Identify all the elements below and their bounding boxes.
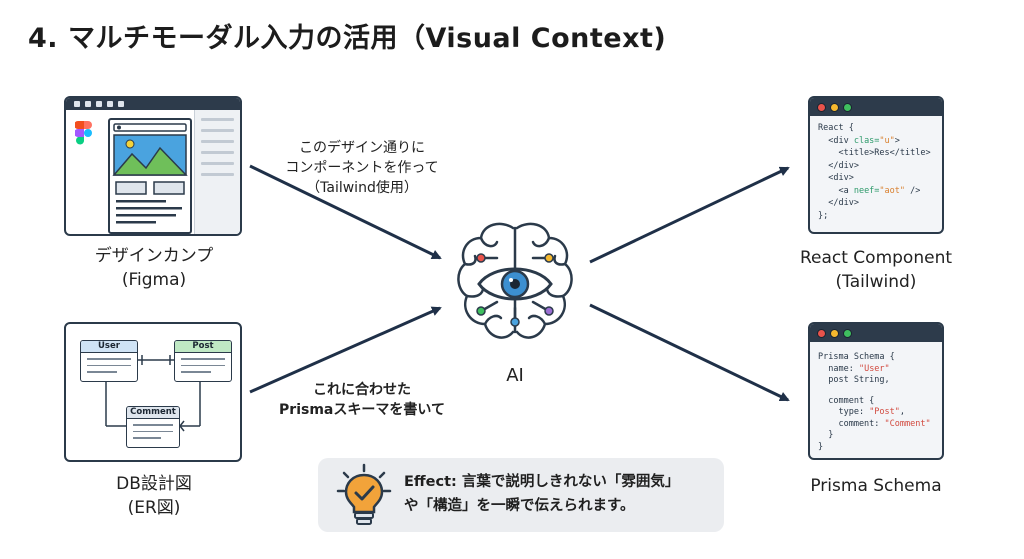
code-line: post String,: [818, 375, 890, 385]
code-line: comment {: [818, 395, 875, 406]
effect-callout: Effect: 言葉で説明しきれない「雰囲気」 や「構造」を一瞬で伝えられます。: [318, 458, 724, 532]
code-line: comment: "Comment": [818, 418, 931, 429]
instruction-design-line3: （Tailwind使用）: [306, 180, 418, 196]
design-comp-label-line2: (Figma): [121, 270, 187, 290]
figma-design-image: [64, 96, 242, 236]
er-entity-user-header: User: [81, 341, 137, 353]
code-line: <div>: [818, 173, 854, 183]
window-maximize-dot: [843, 102, 852, 112]
arrow-er-to-ai: [249, 306, 442, 394]
code-line: <title>Res</title>: [818, 148, 931, 158]
er-entity-post: Post: [174, 340, 232, 382]
er-entity-comment: Comment: [126, 406, 180, 448]
window-close-dot: [817, 102, 826, 112]
instruction-db-line2: Prismaスキーマを書いて: [279, 402, 445, 418]
prisma-window-titlebar: [810, 324, 942, 342]
effect-text: Effect: 言葉で説明しきれない「雰囲気」 や「構造」を一瞬で伝えられます。: [404, 470, 679, 518]
react-window-titlebar: [810, 98, 942, 116]
arrow-figma-to-ai: [249, 164, 442, 260]
code-line: Prisma Schema {: [818, 352, 895, 362]
db-design-label-line2: (ER図): [127, 498, 181, 518]
db-design-label: DB設計図 (ER図): [60, 472, 248, 520]
arrow-ai-to-prisma: [589, 303, 790, 402]
code-line: React {: [818, 123, 854, 133]
lightbulb-check-icon: [336, 463, 392, 525]
instruction-db-line1: これに合わせた: [313, 382, 411, 398]
prisma-code-body: Prisma Schema { name: "User" post String…: [810, 342, 942, 453]
page-title: 4. マルチモーダル入力の活用（Visual Context): [28, 23, 667, 54]
design-comp-label: デザインカンプ (Figma): [60, 244, 248, 292]
code-line: };: [818, 210, 829, 221]
code-line: <div clas="u">: [818, 135, 900, 146]
prisma-schema-label: Prisma Schema: [810, 476, 942, 496]
er-diagram-image: User Post Comment: [64, 322, 242, 462]
code-line: }: [818, 430, 834, 440]
effect-text-line1: Effect: 言葉で説明しきれない「雰囲気」: [404, 474, 680, 490]
code-line: type: "Post",: [818, 407, 906, 417]
code-line: }: [818, 441, 824, 452]
ai-label: AI: [506, 365, 524, 386]
arrow-ai-to-react: [589, 166, 790, 264]
er-relations: [105, 355, 201, 432]
instruction-db: これに合わせた Prismaスキーマを書いて: [262, 380, 462, 420]
instruction-design: このデザイン通りに コンポーネントを作って （Tailwind使用）: [262, 138, 462, 198]
code-line: </div>: [818, 160, 859, 171]
design-comp-label-line1: デザインカンプ: [94, 246, 214, 266]
react-component-label: React Component (Tailwind): [782, 246, 970, 294]
prisma-code-window: Prisma Schema { name: "User" post String…: [808, 322, 944, 460]
react-component-label-line1: React Component: [799, 248, 953, 268]
figma-properties-panel: [194, 110, 240, 234]
figma-artboard: [108, 118, 192, 234]
code-line: </div>: [818, 198, 859, 208]
window-close-dot: [817, 328, 826, 338]
react-code-body: React { <div clas="u"> <title>Res</title…: [810, 116, 942, 222]
db-design-label-line1: DB設計図: [116, 474, 192, 494]
code-line: name: "User": [818, 363, 890, 374]
er-entity-post-header: Post: [175, 341, 231, 353]
window-minimize-dot: [830, 328, 839, 338]
instruction-design-line1: このデザイン通りに: [299, 140, 425, 156]
er-entity-user: User: [80, 340, 138, 382]
react-component-label-line2: (Tailwind): [835, 272, 917, 292]
instruction-design-line2: コンポーネントを作って: [285, 160, 439, 176]
er-entity-comment-header: Comment: [127, 407, 179, 419]
ai-brain-icon: [457, 222, 573, 339]
code-line: <a neef="aot" />: [818, 185, 921, 196]
window-maximize-dot: [843, 328, 852, 338]
window-minimize-dot: [830, 102, 839, 112]
react-code-window: React { <div clas="u"> <title>Res</title…: [808, 96, 944, 234]
figma-toolbar: [66, 98, 240, 110]
effect-text-line2: や「構造」を一瞬で伝えられます。: [404, 498, 635, 514]
figma-logo-icon: [75, 121, 92, 145]
